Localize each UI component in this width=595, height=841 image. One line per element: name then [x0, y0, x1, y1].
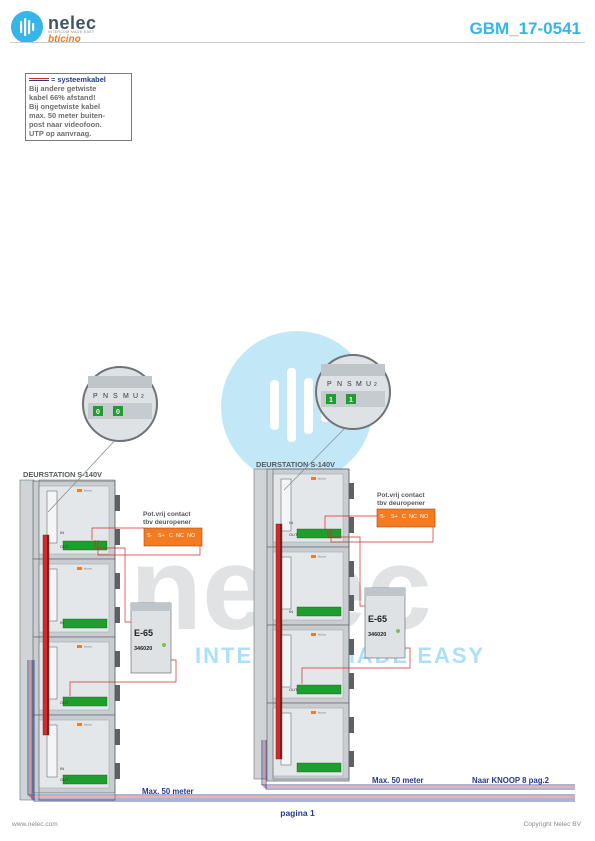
contact-title-right: Pot.vrij contact: [377, 492, 425, 499]
diagram-label: S: [113, 393, 118, 400]
diagram-label: N: [103, 393, 108, 400]
module-name-right: E-65: [368, 614, 387, 624]
diagram-label: P: [327, 381, 332, 388]
footer-url: www.nelec.com: [12, 821, 58, 828]
diagram-label: S-: [380, 514, 386, 520]
diagram-label: 0: [96, 409, 100, 416]
port-in-label: IN: [60, 530, 64, 535]
station-title-right: DEURSTATION S-140V: [256, 460, 335, 469]
nelec-logo-icon: [11, 11, 43, 43]
diagram-label: S-: [147, 533, 153, 539]
port-out-label: OUT: [60, 700, 69, 705]
diagram-label: C: [402, 514, 406, 520]
diagram-label: 2: [374, 382, 377, 388]
zoom-callout-right: P N S M U 2 1 1: [315, 354, 391, 430]
diagram-label: M: [123, 393, 129, 400]
port-in-label: IN: [60, 620, 64, 625]
cable-length-right: Max. 50 meter: [372, 776, 424, 785]
cable-note: = systeemkabel Bij andere getwiste kabel…: [25, 73, 132, 141]
diagram-label: S: [347, 381, 352, 388]
contact-subtitle-left: tbv deuropener: [143, 519, 191, 526]
station-title-left: DEURSTATION S-140V: [23, 470, 102, 479]
brand-name: nelec: [48, 13, 97, 33]
legend-label: = systeemkabel: [51, 75, 106, 84]
note-line: kabel 66% afstand!: [29, 93, 96, 102]
system-cable-legend-icon: [29, 77, 49, 81]
module-code-left: 346020: [134, 646, 152, 652]
note-line: Bij andere getwiste: [29, 84, 97, 93]
port-out-label: OUT: [60, 777, 69, 782]
header-divider: [10, 42, 585, 43]
module-name-left: E-65: [134, 628, 153, 638]
diagram-label: U: [133, 393, 138, 400]
port-in-label: IN: [60, 766, 64, 771]
diagram-label: NC: [409, 514, 417, 520]
note-line: Bij ongetwiste kabel: [29, 102, 101, 111]
note-line: max. 50 meter buiten-: [29, 111, 105, 120]
diagram-label: NC: [176, 533, 184, 539]
note-line: UTP op aanvraag.: [29, 129, 92, 138]
legend-row: = systeemkabel: [29, 75, 128, 84]
potential-free-contact-right: [376, 508, 436, 528]
diagram-label: N: [337, 381, 342, 388]
port-out-label: OUT: [289, 687, 298, 692]
contact-subtitle-right: tbv deuropener: [377, 500, 425, 507]
diagram-label: NO: [187, 533, 196, 539]
diagram-label: 1: [329, 397, 333, 404]
diagram-label: 1: [349, 397, 353, 404]
diagram-label: C: [169, 533, 173, 539]
port-out-label: OUT: [60, 544, 69, 549]
zoom-callout-left: P N S M U 2 0 0: [82, 366, 158, 442]
diagram-label: NO: [420, 514, 429, 520]
diagram-label: U: [366, 381, 371, 388]
document-code: GBM_17-0541: [469, 19, 581, 38]
module-code-right: 346020: [368, 632, 386, 638]
port-in-label: IN: [289, 609, 293, 614]
note-line: post naar videofoon.: [29, 120, 102, 129]
diagram-label: P: [93, 393, 98, 400]
cable-next-node: Naar KNOOP 8 pag.2: [472, 776, 550, 785]
diagram-label: S+: [391, 514, 398, 520]
potential-free-contact-left: [143, 527, 203, 547]
port-in-label: IN: [289, 520, 293, 525]
footer-copyright: Copyright Nelec BV: [523, 821, 581, 828]
diagram-label: S+: [158, 533, 165, 539]
cable-length-left: Max. 50 meter: [142, 787, 194, 796]
brand-sub-logo: bticino: [48, 34, 81, 45]
e65-module-right: [364, 587, 406, 659]
brand-tagline: INTERCOM MADE EASY: [48, 30, 95, 34]
e65-module-left: [130, 602, 172, 674]
page-label: pagina 1: [280, 808, 315, 818]
diagram-label: 0: [116, 409, 120, 416]
diagram-label: 2: [141, 394, 144, 400]
mounting-frame-right: [253, 468, 269, 780]
port-out-label: OUT: [289, 532, 298, 537]
diagram-label: M: [356, 381, 362, 388]
contact-title-left: Pot.vrij contact: [143, 511, 191, 518]
